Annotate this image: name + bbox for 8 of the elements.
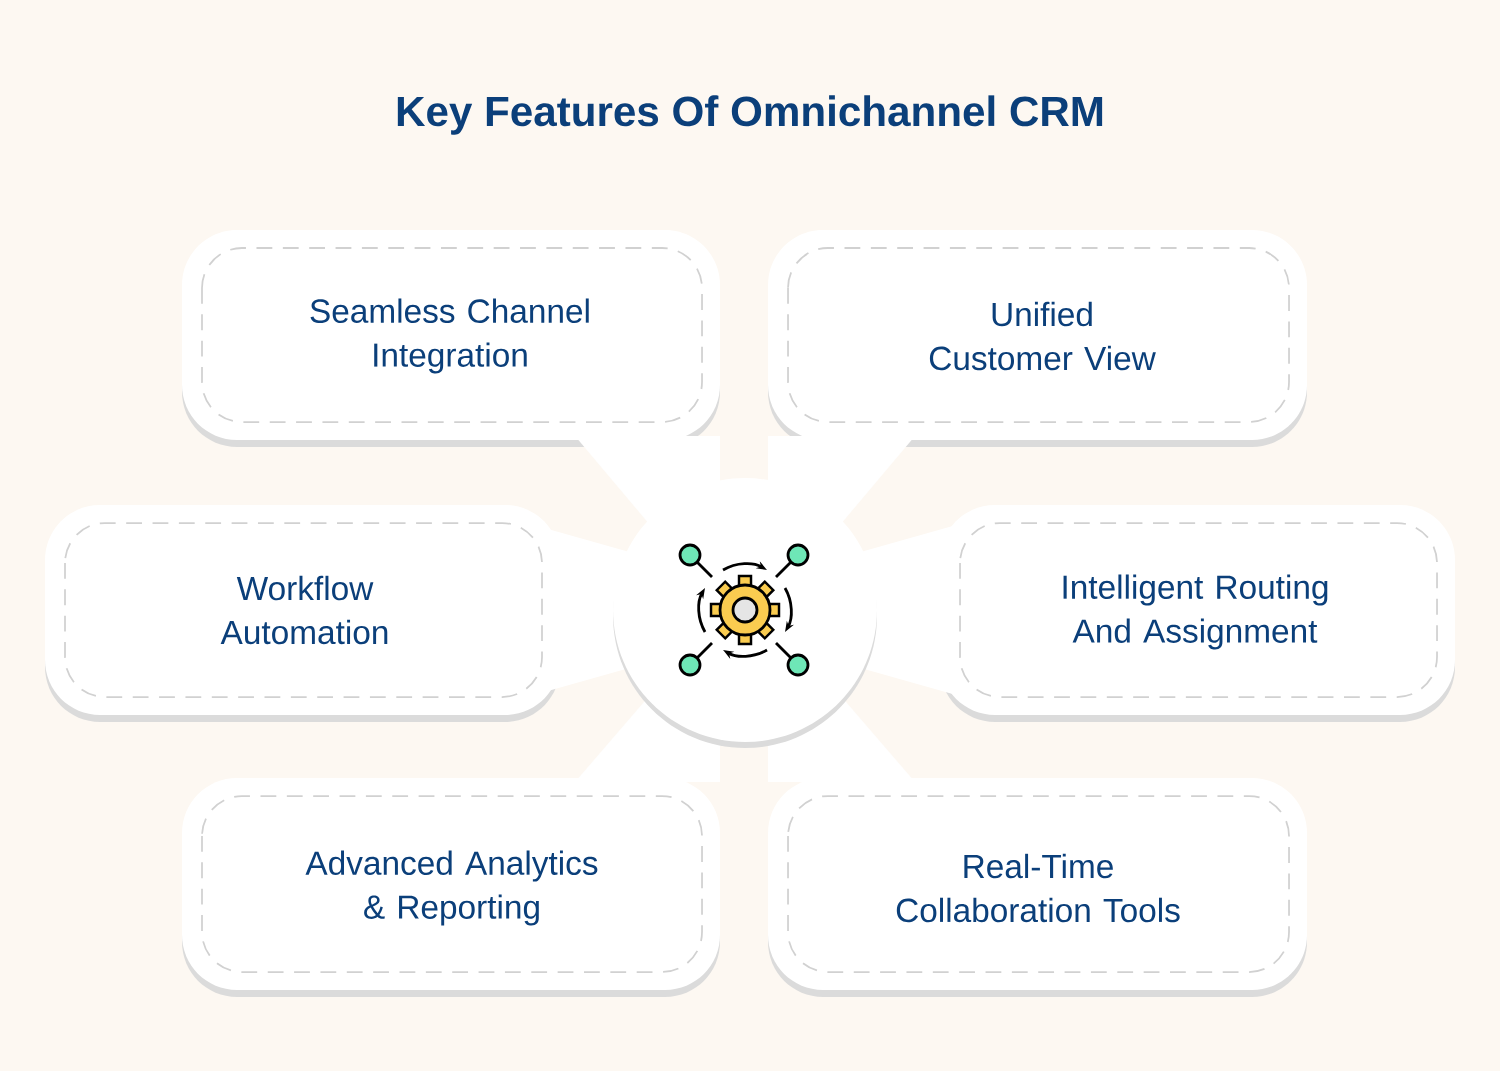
feature-card: Workflow Automation xyxy=(45,505,640,722)
hub-circle xyxy=(613,478,877,748)
feature-card: Advanced Analytics & Reporting xyxy=(182,695,720,997)
title: Key Features Of Omnichannel CRM xyxy=(397,95,1103,135)
feature-card: Real-Time Collaboration Tools xyxy=(768,695,1307,997)
feature-card: Intelligent Routing And Assignment xyxy=(850,505,1455,722)
feature-card: Unified Customer View xyxy=(768,230,1307,525)
feature-card: Seamless Channel Integration xyxy=(182,230,720,525)
